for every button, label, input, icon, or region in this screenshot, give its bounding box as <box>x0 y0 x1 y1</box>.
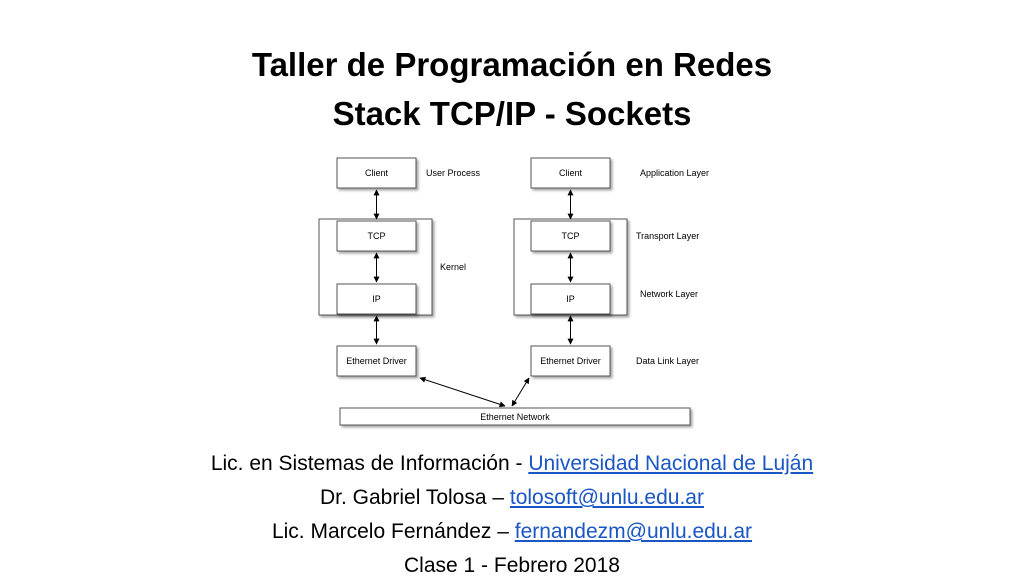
right-ip-label: IP <box>566 294 575 304</box>
tcp-ip-stack-diagram: Client TCP IP Ethernet Driver Client TCP… <box>318 157 709 426</box>
left-tcp-label: TCP <box>368 231 386 241</box>
right-tcp-label: TCP <box>562 231 580 241</box>
footer-program-text: Lic. en Sistemas de Información - <box>210 452 529 475</box>
fernandez-email-link[interactable]: fernandezm@unlu.edu.ar <box>514 520 753 543</box>
label-transport-layer: Transport Layer <box>636 231 699 241</box>
label-network-layer: Network Layer <box>640 289 698 299</box>
footer-class-date: Clase 1 - Febrero 2018 <box>404 554 620 577</box>
right-driver-box <box>530 345 611 377</box>
left-client-box <box>336 157 417 189</box>
right-client-box <box>530 157 611 189</box>
footer-author2-text: Lic. Marcelo Fernández – <box>271 520 515 543</box>
left-ip-label: IP <box>372 294 381 304</box>
right-tcp-box <box>530 220 611 252</box>
arrow-right-driver-network <box>511 377 530 407</box>
right-client-label: Client <box>559 168 583 178</box>
label-kernel: Kernel <box>440 262 466 272</box>
label-user-process: User Process <box>426 168 481 178</box>
left-ip-box <box>336 283 417 315</box>
left-driver-box <box>336 345 417 377</box>
footer-program-line: Lic. en Sistemas de Información - Univer… <box>0 451 1024 477</box>
footer-author2-line: Lic. Marcelo Fernández – fernandezm@unlu… <box>0 519 1024 545</box>
label-data-link-layer: Data Link Layer <box>636 356 699 366</box>
left-tcp-box <box>336 220 417 252</box>
arrow-left-driver-network <box>419 376 506 408</box>
slide-title: Taller de Programación en Redes <box>251 46 773 83</box>
right-driver-label: Ethernet Driver <box>540 356 601 366</box>
footer-author1-line: Dr. Gabriel Tolosa – tolosoft@unlu.edu.a… <box>0 485 1024 511</box>
ethernet-network-label: Ethernet Network <box>480 412 550 422</box>
tolosa-email-link[interactable]: tolosoft@unlu.edu.ar <box>509 486 704 509</box>
right-ip-box <box>530 283 611 315</box>
footer-author1-text: Dr. Gabriel Tolosa – <box>320 486 510 509</box>
ethernet-network-box <box>339 407 691 426</box>
left-driver-label: Ethernet Driver <box>346 356 407 366</box>
left-client-label: Client <box>365 168 389 178</box>
slide-subtitle: Stack TCP/IP - Sockets <box>332 95 692 132</box>
label-application-layer: Application Layer <box>640 168 709 178</box>
university-link[interactable]: Universidad Nacional de Luján <box>528 452 814 475</box>
